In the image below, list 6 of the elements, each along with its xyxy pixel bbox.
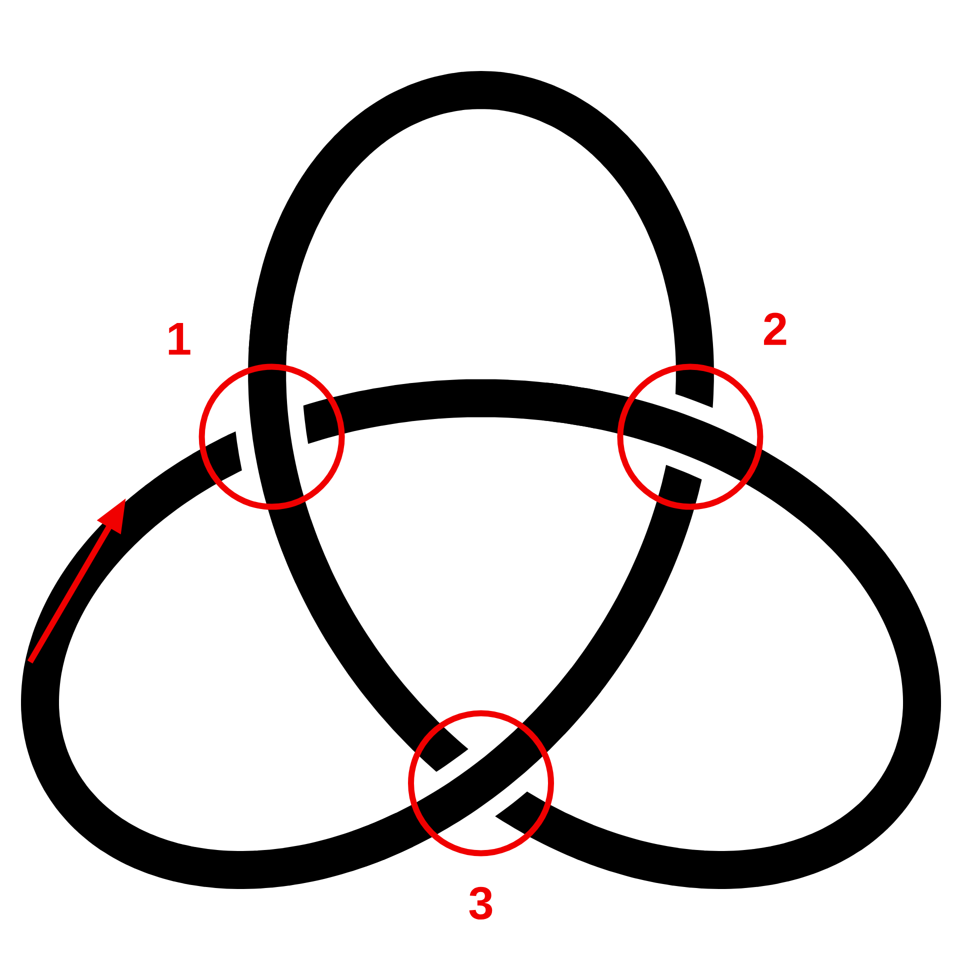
crossing-number: 1 bbox=[168, 322, 190, 355]
crossing-circle bbox=[617, 364, 764, 510]
crossing-number: 3 bbox=[469, 886, 492, 920]
crossing-circle bbox=[198, 364, 345, 510]
crossing-number: 2 bbox=[764, 312, 786, 345]
crossing-circle bbox=[408, 710, 554, 856]
